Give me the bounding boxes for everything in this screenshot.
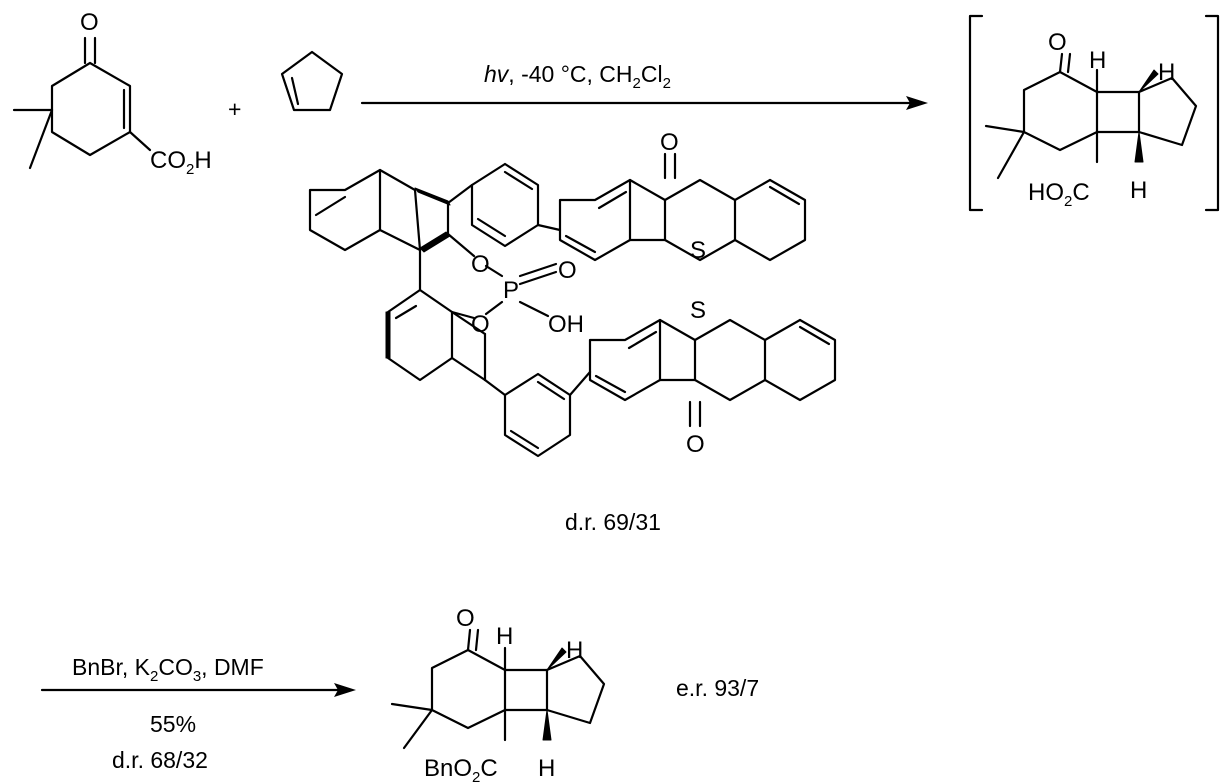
reaction-arrow-1 [360, 96, 928, 110]
enone-acid-structure: O CO2H [12, 9, 212, 178]
atom-s: S [690, 297, 706, 324]
atom-o: O [686, 431, 705, 458]
atom-p: P [503, 277, 519, 304]
atom-o: O [471, 311, 490, 338]
atom-oh: OH [548, 311, 584, 338]
atom-h: H [538, 755, 555, 782]
step1-conditions: hv, -40 °C, CH2Cl2 [484, 61, 671, 92]
product-structure: O H H H BnO2C [390, 605, 606, 784]
step2-dr: d.r. 68/32 [112, 747, 208, 773]
atom-h: H [1130, 177, 1147, 204]
atom-h: H [496, 623, 513, 650]
atom-h: H [1158, 59, 1175, 86]
atom-o: O [456, 605, 475, 632]
atom-o: O [1048, 29, 1067, 56]
intermediate-structure: O H H H HO2C [968, 14, 1220, 212]
step2-yield: 55% [150, 711, 196, 737]
atom-s: S [690, 237, 706, 264]
catalyst-structure: O P O O OH O S S O [308, 129, 837, 458]
product-er: e.r. 93/7 [676, 675, 759, 701]
atom-o: O [471, 251, 490, 278]
cyclopentene-structure [280, 50, 344, 112]
ester-label: BnO2C [424, 755, 498, 784]
reaction-arrow-2 [40, 683, 356, 697]
atom-o: O [660, 129, 679, 156]
atom-h: H [1089, 47, 1106, 74]
step2-reagents: BnBr, K2CO3, DMF [72, 654, 264, 685]
step1-dr: d.r. 69/31 [565, 509, 661, 535]
atom-o: O [558, 257, 577, 284]
plus-sign: + [228, 96, 241, 122]
atom-o: O [80, 9, 99, 36]
acid-label: HO2C [1028, 179, 1090, 210]
carboxyl-label: CO2H [150, 147, 212, 178]
atom-h: H [566, 637, 583, 664]
